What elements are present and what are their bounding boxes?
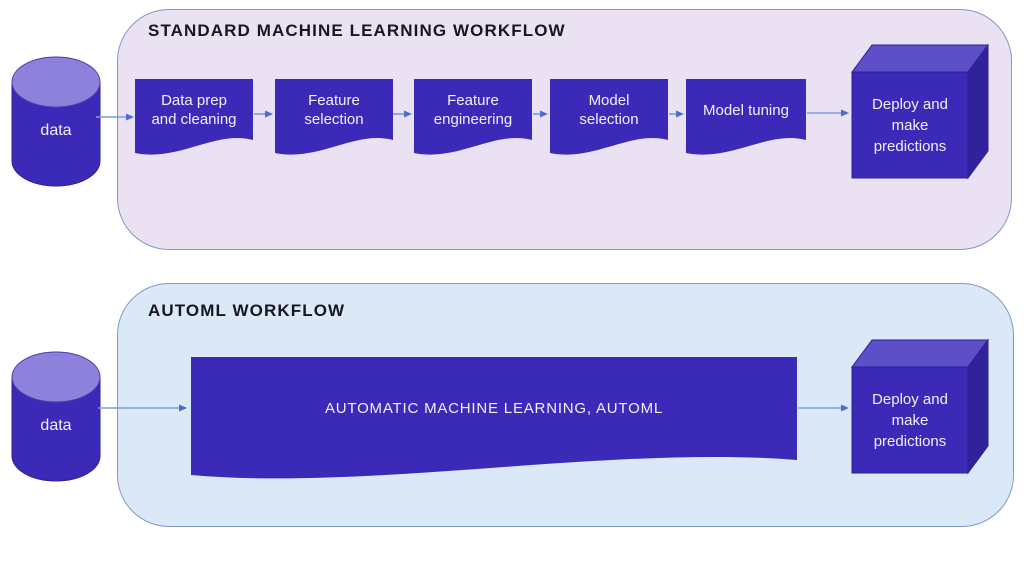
document-shape-step3 (414, 79, 532, 155)
document-shape-step5 (686, 79, 806, 155)
database-cylinder-icon (11, 56, 101, 187)
panel-title-automl: AUTOML WORKFLOW (148, 301, 346, 320)
cylinder-top (11, 351, 101, 403)
document-shape-automl (191, 357, 797, 479)
cylinder-body (11, 81, 101, 187)
deploy-cube-icon (851, 338, 989, 475)
panel-title-standard: STANDARD MACHINE LEARNING WORKFLOW (148, 21, 566, 40)
document-shape-step2 (275, 79, 393, 155)
cylinder-top (11, 56, 101, 108)
database-cylinder-icon (11, 351, 101, 482)
document-shape-step4 (550, 79, 668, 155)
cube-top-face (851, 44, 989, 73)
cube-front-face (851, 366, 969, 474)
deploy-cube-icon (851, 43, 989, 180)
cylinder-body (11, 376, 101, 482)
cube-front-face (851, 71, 969, 179)
flow-arrows (96, 109, 849, 412)
cube-top-face (851, 339, 989, 368)
document-shape-step1 (135, 79, 253, 155)
